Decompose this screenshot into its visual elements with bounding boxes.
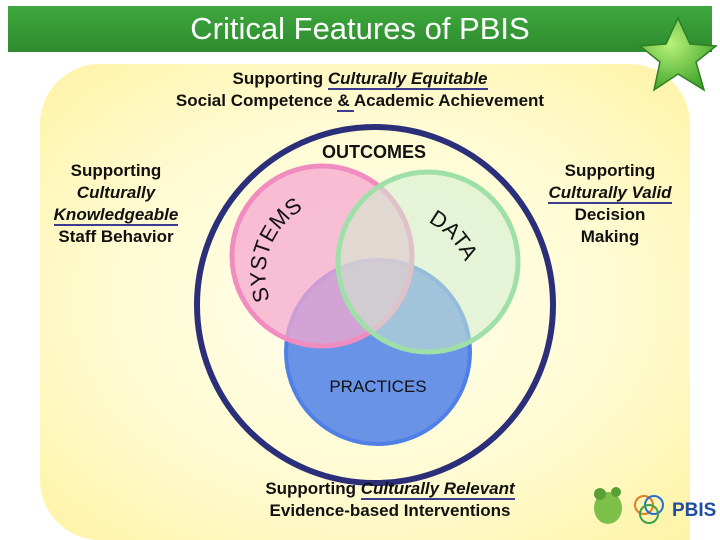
rings-icon xyxy=(634,495,664,524)
right-caption-line2-wrap: Culturally Valid xyxy=(528,182,692,204)
bottom-caption-line1: Supporting Culturally Relevant xyxy=(200,478,580,500)
top-caption-line2: Social Competence & Academic Achievement xyxy=(100,90,620,112)
right-caption-line4: Making xyxy=(580,227,640,246)
left-caption-line3-wrap: Knowledgeable xyxy=(30,204,202,226)
left-caption-line2: Culturally xyxy=(76,183,156,202)
outcomes-label: OUTCOMES xyxy=(322,142,426,162)
title-bar: Critical Features of PBIS xyxy=(8,6,712,52)
top-caption: Supporting Culturally Equitable Social C… xyxy=(100,68,620,112)
bottom-caption-line2: Evidence-based Interventions xyxy=(269,501,511,520)
right-caption-line2: Culturally Valid xyxy=(548,183,672,204)
top-caption-line1: Supporting Culturally Equitable xyxy=(100,68,620,90)
top-caption-part-c: Academic Achievement xyxy=(353,91,545,110)
left-caption: Supporting Culturally Knowledgeable Staf… xyxy=(30,160,202,248)
top-caption-part-b: & xyxy=(337,91,354,112)
outcomes-ring xyxy=(194,124,556,486)
right-caption-line1: Supporting xyxy=(564,161,656,180)
bottom-caption-emph: Culturally Relevant xyxy=(360,479,515,500)
frog-icon xyxy=(594,487,622,524)
left-caption-line4: Staff Behavior xyxy=(58,227,174,246)
practices-label: PRACTICES xyxy=(329,377,426,396)
left-caption-line1: Supporting xyxy=(70,161,162,180)
bottom-caption: Supporting Culturally Relevant Evidence-… xyxy=(200,478,580,522)
top-caption-prefix: Supporting xyxy=(232,69,328,88)
right-caption-line3: Decision xyxy=(574,205,646,224)
bottom-caption-prefix: Supporting xyxy=(265,479,361,498)
left-caption-line3: Knowledgeable xyxy=(53,205,179,226)
pbis-logo: PBIS xyxy=(672,500,717,521)
right-caption: Supporting Culturally Valid Decision Mak… xyxy=(528,160,692,248)
page-title: Critical Features of PBIS xyxy=(190,11,530,46)
top-caption-emph: Culturally Equitable xyxy=(327,69,488,90)
top-caption-part-a: Social Competence xyxy=(175,91,338,110)
data-circle xyxy=(335,169,521,355)
star-icon xyxy=(638,16,718,92)
